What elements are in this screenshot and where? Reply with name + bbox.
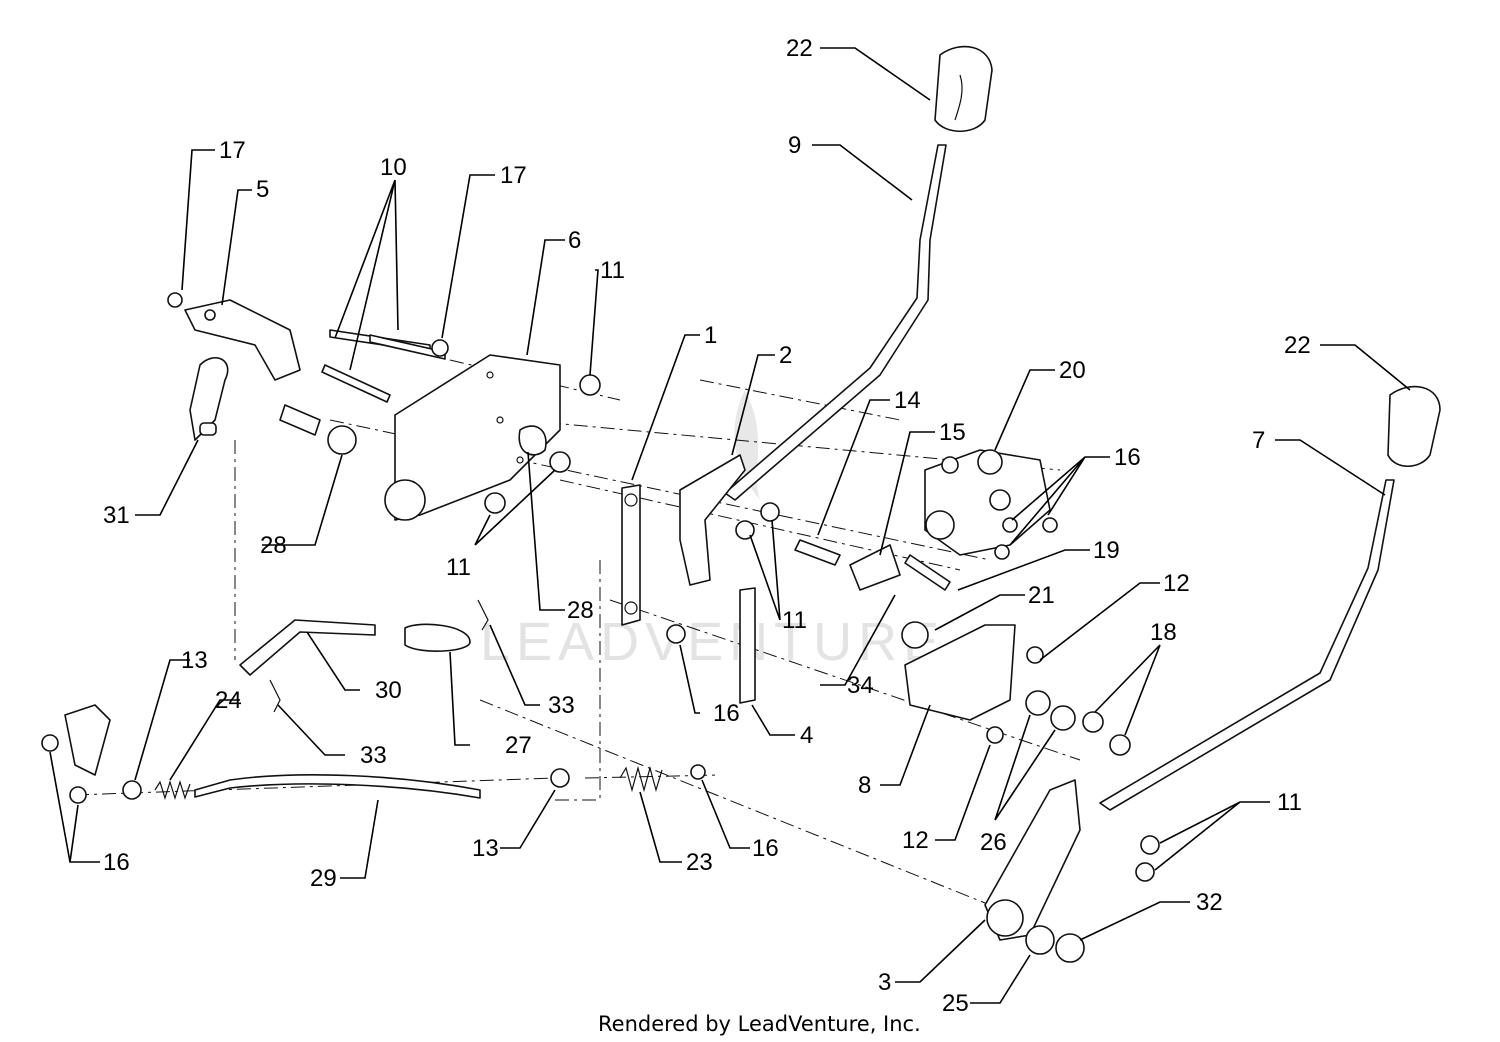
callout-24: 24	[215, 687, 242, 714]
coupler-15	[849, 544, 901, 591]
spring-24	[154, 779, 191, 801]
nut-18-b	[1109, 734, 1131, 756]
hydraulic-block-20	[924, 449, 1051, 556]
callout-17-center: 17	[500, 162, 527, 189]
pin-19	[904, 554, 951, 591]
locknut-16-block-c	[1002, 517, 1018, 533]
callout-28-center: 28	[567, 597, 594, 624]
callout-10: 10	[380, 154, 407, 181]
link-1	[621, 484, 641, 626]
arm-3	[984, 779, 1081, 941]
callout-7: 7	[1252, 427, 1265, 454]
grip-22-top	[934, 45, 993, 132]
callout-31: 31	[103, 502, 130, 529]
clip-33-lower	[269, 679, 281, 713]
callout-15: 15	[939, 419, 966, 446]
callout-27: 27	[505, 732, 532, 759]
lever-9	[724, 144, 947, 501]
callout-26: 26	[980, 829, 1007, 856]
nut-18-a	[1082, 711, 1104, 733]
callout-2: 2	[779, 342, 792, 369]
callout-labels: 22 9 17 5 10 17 6 11 1 2 22 20 14 15 16 …	[103, 35, 1311, 1017]
bracket-8	[904, 624, 1016, 721]
cable-29	[194, 774, 481, 799]
callout-13-right: 13	[472, 835, 499, 862]
callout-18: 18	[1150, 619, 1177, 646]
watermark-text: LEADVENTURE	[480, 612, 945, 672]
washer-26-b	[1050, 705, 1076, 731]
callout-25: 25	[942, 990, 969, 1017]
locknut-16-block-a	[1042, 517, 1058, 533]
callout-11-top: 11	[600, 257, 625, 284]
link-4	[739, 587, 756, 704]
callout-32: 32	[1196, 889, 1223, 916]
bolt-12-lower	[986, 726, 1004, 744]
callout-19: 19	[1093, 537, 1120, 564]
washer-26-a	[1025, 690, 1051, 716]
callout-8: 8	[858, 772, 871, 799]
locknut-16-center	[666, 624, 686, 644]
callout-12-lower: 12	[902, 827, 929, 854]
grip-22-right	[1387, 385, 1441, 468]
nut-32	[1055, 933, 1085, 963]
leader-lines	[49, 47, 1411, 1004]
callout-13-left: 13	[181, 647, 208, 674]
callout-3: 3	[878, 969, 891, 996]
bolts-10	[321, 329, 446, 403]
washer-21	[901, 621, 929, 649]
callout-21: 21	[1028, 582, 1055, 609]
callout-12-upper: 12	[1163, 570, 1190, 597]
callout-9: 9	[788, 132, 801, 159]
spacer-pin	[279, 404, 321, 436]
bushing-28-center	[518, 425, 547, 456]
callout-11-arm: 11	[1277, 789, 1302, 816]
locknut-16-left-b	[69, 786, 87, 804]
callout-11-plate: 11	[446, 554, 471, 581]
lever-7	[1099, 479, 1395, 811]
arm-31	[189, 356, 229, 441]
pin-14	[794, 539, 841, 566]
callout-17-left: 17	[219, 137, 246, 164]
bracket-5	[184, 299, 301, 381]
callout-33-lower: 33	[360, 742, 387, 769]
bracket-2	[679, 454, 746, 586]
locknut-16-spring	[690, 764, 706, 780]
clevis-27	[404, 623, 471, 652]
callout-34: 34	[847, 672, 874, 699]
hex-bolts-11	[484, 374, 1160, 882]
callout-5: 5	[256, 176, 269, 203]
callout-28-left: 28	[260, 532, 287, 559]
callout-20: 20	[1059, 357, 1086, 384]
callout-29: 29	[310, 865, 337, 892]
callout-16-block: 16	[1114, 444, 1141, 471]
callout-16-spring: 16	[752, 835, 779, 862]
spring-23	[619, 765, 663, 793]
callout-1: 1	[704, 322, 717, 349]
locknut-17-left	[167, 292, 183, 308]
bolt-12-upper	[1026, 646, 1044, 664]
callout-16-left: 16	[103, 849, 130, 876]
callout-22-right: 22	[1284, 332, 1311, 359]
callout-33-upper: 33	[548, 692, 575, 719]
locknut-16-block-b	[994, 544, 1010, 560]
locknut-16-left-a	[41, 734, 59, 752]
washer-25	[1025, 925, 1055, 955]
rod-30	[239, 619, 376, 676]
callout-16-center: 16	[713, 700, 740, 727]
clip-33-upper	[477, 599, 489, 631]
locknut-17-center	[431, 339, 449, 357]
callout-23: 23	[686, 849, 713, 876]
callout-30: 30	[375, 677, 402, 704]
callout-4: 4	[800, 722, 813, 749]
bushing-28-left	[327, 425, 357, 455]
callout-6: 6	[568, 227, 581, 254]
cable-anchor-bracket	[64, 704, 111, 776]
callout-22-top: 22	[786, 35, 813, 62]
callout-11-bracket: 11	[782, 607, 807, 634]
swivel-13-left	[122, 780, 142, 800]
rendered-by-credit: Rendered by LeadVenture, Inc.	[598, 1012, 921, 1036]
callout-14: 14	[894, 387, 921, 414]
swivel-13-right	[550, 768, 570, 788]
